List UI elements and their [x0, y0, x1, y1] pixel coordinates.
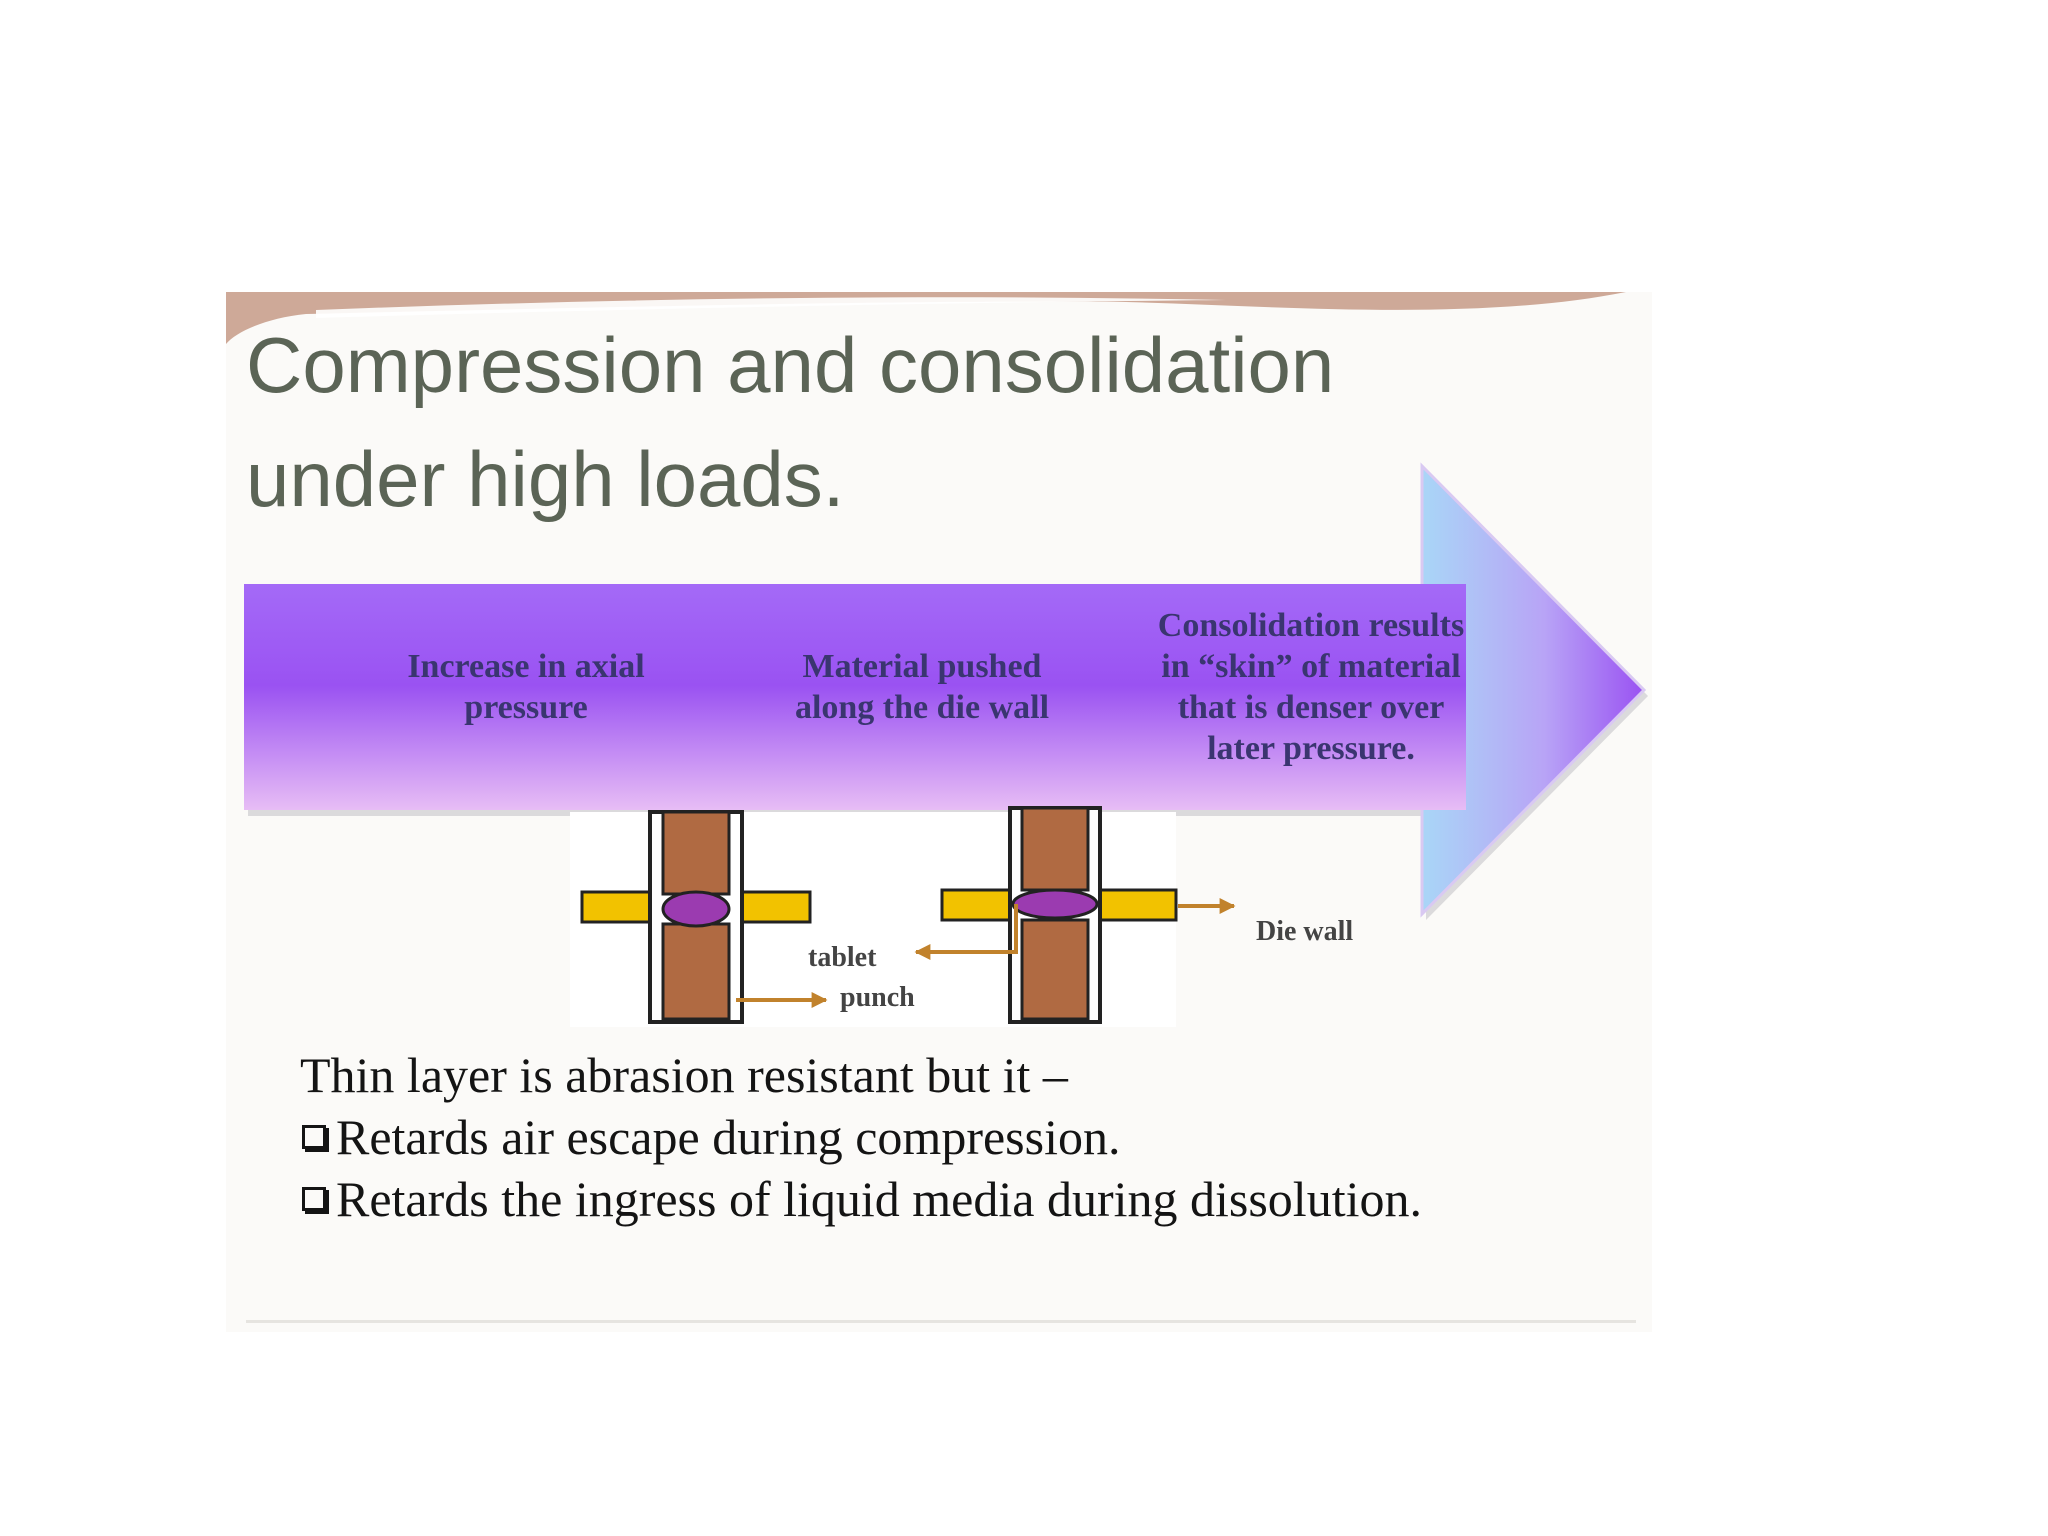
punch-label: punch — [840, 982, 915, 1013]
bullet-item-text: Retards air escape during compression. — [336, 1109, 1121, 1165]
arrow-stage-2-label: Material pushed along the die wall — [794, 648, 1050, 726]
top-swoosh-highlight — [316, 297, 1226, 318]
lower-punch-right — [1020, 918, 1090, 1021]
die-wall-left-outer-left — [580, 890, 654, 924]
die-wall-right-outer-left — [940, 888, 1014, 922]
process-arrow-tip — [1422, 466, 1644, 914]
slide-title-line-2: under high loads. — [246, 435, 845, 523]
body-intro-text: Thin layer is abrasion resistant but it … — [300, 1047, 1068, 1103]
tablet-right — [1011, 888, 1099, 920]
upper-punch-right — [1020, 806, 1090, 892]
checkbox-icon — [302, 1125, 326, 1149]
arrow-stage-1-label: Increase in axial pressure — [407, 648, 645, 726]
bullet-item-text: Retards the ingress of liquid media duri… — [336, 1171, 1422, 1227]
tablet-label: tablet — [808, 942, 877, 973]
process-arrow-body — [244, 584, 1466, 810]
footer-rule — [246, 1320, 1636, 1323]
lower-punch-left — [661, 922, 731, 1021]
body-intro: Thin layer is abrasion resistant but it … — [300, 1044, 1620, 1106]
die-assembly-left — [580, 810, 812, 1024]
leader-arrow-tablet — [914, 904, 1018, 960]
die-wall-left-outer-right — [738, 890, 812, 924]
checkbox-icon — [302, 1187, 326, 1211]
process-arrow — [244, 462, 1648, 920]
upper-punch-left — [661, 810, 731, 896]
die-wall-label: Die wall — [1256, 916, 1354, 947]
bullet-item: Retards the ingress of liquid media duri… — [300, 1168, 1620, 1230]
arrow-stage-3-label: Consolidation results in “skin” of mater… — [1157, 607, 1465, 767]
slide: Compression and consolidation under high… — [226, 292, 1652, 1332]
die-wall-right-outer-right — [1096, 888, 1178, 922]
slide-title-line-1: Compression and consolidation — [246, 321, 1335, 409]
body-text: Thin layer is abrasion resistant but it … — [300, 1044, 1620, 1230]
die-assembly-right — [940, 806, 1178, 1024]
diagram-canvas — [226, 292, 1648, 1323]
tablet-left — [661, 890, 731, 928]
process-arrow-tip-edge — [1420, 462, 1647, 918]
bullet-item: Retards air escape during compression. — [300, 1106, 1620, 1168]
